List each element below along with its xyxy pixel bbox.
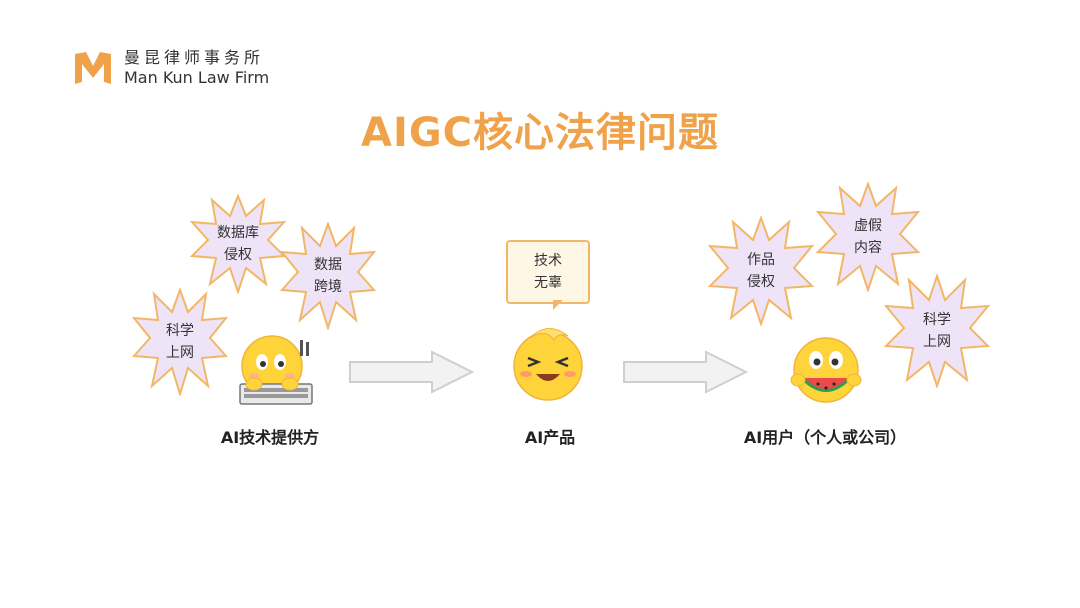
burst-vpn-user: 科学 上网 xyxy=(883,272,991,390)
starburst-shape xyxy=(707,215,815,328)
eating-watermelon-emoji-icon xyxy=(790,337,862,403)
burst-line2: 上网 xyxy=(166,345,194,361)
starburst-shape xyxy=(883,272,991,390)
burst-line2: 侵权 xyxy=(747,274,775,290)
starburst-shape xyxy=(131,287,229,398)
burst-line2: 内容 xyxy=(854,240,882,256)
burst-data-crossborder: 数据 跨境 xyxy=(279,221,377,332)
brand-logo: 曼昆律师事务所 Man Kun Law Firm xyxy=(72,48,269,88)
bubble-line2: 无辜 xyxy=(534,275,562,291)
starburst-shape xyxy=(279,221,377,332)
product-label: AI产品 xyxy=(524,428,576,447)
brand-name-cn: 曼昆律师事务所 xyxy=(124,48,265,67)
bubble-line1: 技术 xyxy=(534,253,562,269)
logo-m-icon xyxy=(75,52,111,84)
speech-bubble-tail xyxy=(553,300,563,310)
burst-database-infringement: 数据库 侵权 xyxy=(189,193,287,296)
typing-emoji-icon xyxy=(239,335,313,405)
burst-line1: 作品 xyxy=(747,252,775,268)
arrow-right-icon xyxy=(623,350,749,394)
burst-line1: 科学 xyxy=(166,323,194,339)
burst-line2: 跨境 xyxy=(314,279,342,295)
burst-vpn-provider: 科学 上网 xyxy=(131,287,229,398)
burst-line2: 上网 xyxy=(923,334,951,350)
brand-name-en: Man Kun Law Firm xyxy=(124,68,270,87)
arrow-right-icon xyxy=(349,350,475,394)
provider-label: AI技术提供方 xyxy=(220,428,320,447)
burst-fake-content: 虚假 内容 xyxy=(815,181,921,294)
user-label: AI用户（个人或公司） xyxy=(743,428,907,447)
brand-text: 曼昆律师事务所 Man Kun Law Firm xyxy=(124,48,269,88)
speech-bubble: 技术 无辜 xyxy=(506,240,590,304)
burst-line1: 虚假 xyxy=(854,218,882,234)
page-title: AIGC核心法律问题 xyxy=(360,110,720,156)
laughing-emoji-icon xyxy=(513,328,583,401)
burst-line1: 数据库 xyxy=(217,225,259,241)
burst-line2: 侵权 xyxy=(224,247,252,263)
burst-line1: 科学 xyxy=(923,312,951,328)
starburst-shape xyxy=(815,181,921,294)
starburst-shape xyxy=(189,193,287,296)
burst-line1: 数据 xyxy=(314,257,342,273)
burst-work-infringement: 作品 侵权 xyxy=(707,215,815,328)
